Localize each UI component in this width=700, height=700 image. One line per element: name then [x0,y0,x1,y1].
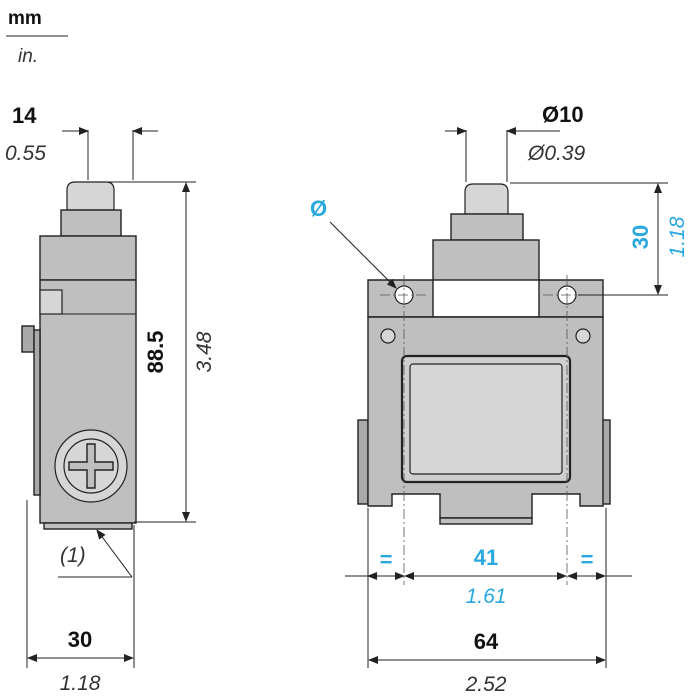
plunger-height-mm: 30 [628,225,653,249]
side-width-top-in: 0.55 [5,142,46,165]
side-tab [39,289,63,315]
unit-secondary: in. [18,46,38,67]
front-foot [439,517,533,525]
overall-width-mm: 64 [474,629,499,654]
unit-primary: mm [8,8,42,29]
hole-leader-arrow [329,221,397,289]
side-height-in: 3.48 [193,331,216,372]
side-view: 14 0.55 88.5 3.48 (1) 30 1.18 [5,103,216,695]
front-head-neck [432,239,540,281]
equal-mark-left: = [380,547,393,572]
side-width-bottom-mm: 30 [68,627,92,652]
note-leader-arrow [96,529,133,578]
front-window-inner [409,363,563,475]
side-plunger [66,181,115,211]
side-width-bottom-in: 1.18 [60,672,101,695]
front-plunger [464,183,509,215]
hole-diameter-symbol: Ø [310,196,327,221]
cross-slot-icon [68,443,114,489]
overall-width-in: 2.52 [465,673,507,696]
side-width-top-mm: 14 [12,103,37,128]
side-foot [43,522,133,530]
side-plunger-sleeve [60,209,122,237]
front-clip-left [357,419,369,505]
side-lever-strip [33,329,41,496]
plunger-diameter-in: Ø0.39 [527,142,586,165]
screw-icon [380,328,396,344]
plunger-height-in: 1.18 [666,216,689,257]
equal-mark-right: = [581,547,594,572]
front-plunger-sleeve [450,213,524,241]
plunger-diameter-mm: Ø10 [542,102,584,127]
side-head [39,235,137,281]
screw-icon [575,328,591,344]
hole-spacing-in: 1.61 [466,585,507,608]
hole-spacing-mm: 41 [474,545,498,570]
side-note: (1) [60,544,86,567]
side-clip [21,325,35,353]
side-height-mm: 88.5 [143,331,168,374]
units-legend: mm in. [6,8,68,67]
front-view: Ø Ø10 Ø0.39 30 1.18 = 41 = 1.61 64 2 [310,102,689,696]
